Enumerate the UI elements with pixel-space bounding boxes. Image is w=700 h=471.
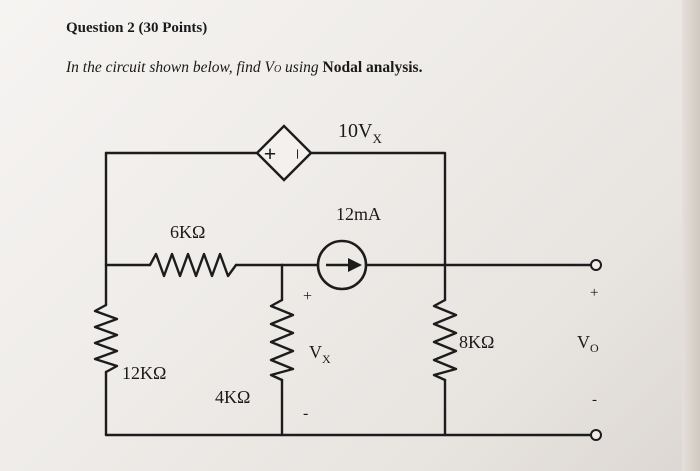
label-8k: 8KΩ (459, 332, 494, 352)
current-source-12ma (316, 239, 368, 291)
prompt-intro: In the circuit shown below, find (66, 59, 265, 76)
vo-minus: - (592, 392, 597, 408)
vo-label-main: V (577, 332, 590, 352)
arrow-right-icon (348, 258, 362, 272)
vo-label: VO (577, 332, 599, 355)
prompt-end: . (418, 59, 423, 76)
vx-plus: + (303, 288, 312, 305)
resistor-6k (148, 252, 238, 278)
vx-label-sub: X (322, 352, 331, 366)
terminal-top (590, 259, 602, 271)
circuit-wires (104, 151, 594, 437)
dep-source-label-sub: X (372, 131, 382, 146)
dep-source-plus: + (264, 141, 277, 166)
label-4k: 4KΩ (215, 387, 250, 407)
prompt-rest: using (281, 59, 323, 76)
dependent-voltage-source: + − (255, 124, 313, 182)
vo-label-sub: O (590, 341, 599, 355)
paper-edge (682, 0, 700, 471)
terminal-bottom (590, 429, 602, 441)
current-source-label: 12mA (336, 204, 381, 224)
dep-source-label: 10VX (338, 120, 382, 146)
question-prompt: In the circuit shown below, find VO usin… (66, 59, 422, 77)
prompt-method: Nodal analysis (322, 59, 419, 76)
prompt-var: V (264, 59, 274, 76)
vx-label: VX (309, 342, 331, 366)
resistor-4k (269, 298, 295, 382)
resistor-8k (432, 298, 458, 382)
dep-source-label-main: 10V (338, 120, 373, 142)
prompt-var-sub: O (273, 64, 282, 75)
label-6k: 6KΩ (170, 222, 205, 242)
resistor-12k (93, 303, 119, 374)
dep-source-minus: − (286, 148, 308, 159)
vx-minus: - (303, 405, 308, 422)
question-title: Question 2 (30 Points) (66, 20, 208, 36)
vx-label-main: V (309, 342, 322, 362)
vo-plus: + (590, 285, 598, 301)
label-12k: 12KΩ (122, 363, 166, 383)
